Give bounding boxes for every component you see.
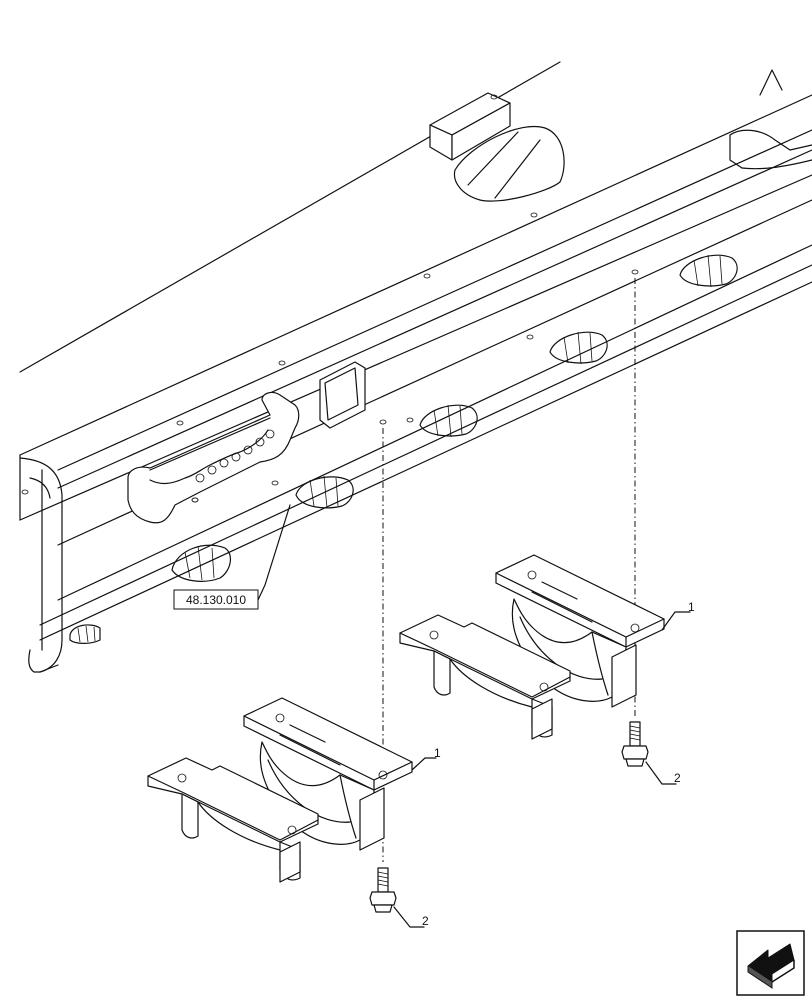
callout-label: 1 — [688, 600, 695, 614]
bracket-rear[interactable] — [147, 697, 413, 883]
reference-box — [173, 589, 259, 610]
frame-opening-top — [453, 126, 565, 202]
callout-bracket-rear[interactable]: 1 — [411, 746, 441, 771]
bolt-rear[interactable] — [369, 867, 397, 913]
callout-label: 1 — [434, 746, 441, 760]
callout-bolt-front[interactable]: 2 — [645, 761, 681, 785]
track-frame — [19, 61, 812, 673]
callout-label: 2 — [422, 914, 429, 928]
reference-label: 48.130.010 — [186, 593, 246, 607]
callout-bracket-front[interactable]: 1 — [661, 600, 695, 631]
frame-holes — [21, 212, 639, 503]
bolt-front[interactable] — [621, 721, 649, 767]
step-teeth — [195, 429, 275, 483]
track-rollers — [69, 254, 738, 644]
top-block — [429, 92, 511, 161]
reference-callout[interactable]: 48.130.010 — [173, 504, 291, 610]
nav-back-button[interactable] — [736, 930, 805, 996]
bracket-front[interactable] — [399, 554, 665, 740]
arrow-left-icon — [747, 943, 795, 989]
frame-step — [127, 391, 300, 524]
callout-bolt-rear[interactable]: 2 — [393, 906, 429, 928]
frame-opening-side — [319, 361, 366, 429]
callout-label: 2 — [674, 771, 681, 785]
